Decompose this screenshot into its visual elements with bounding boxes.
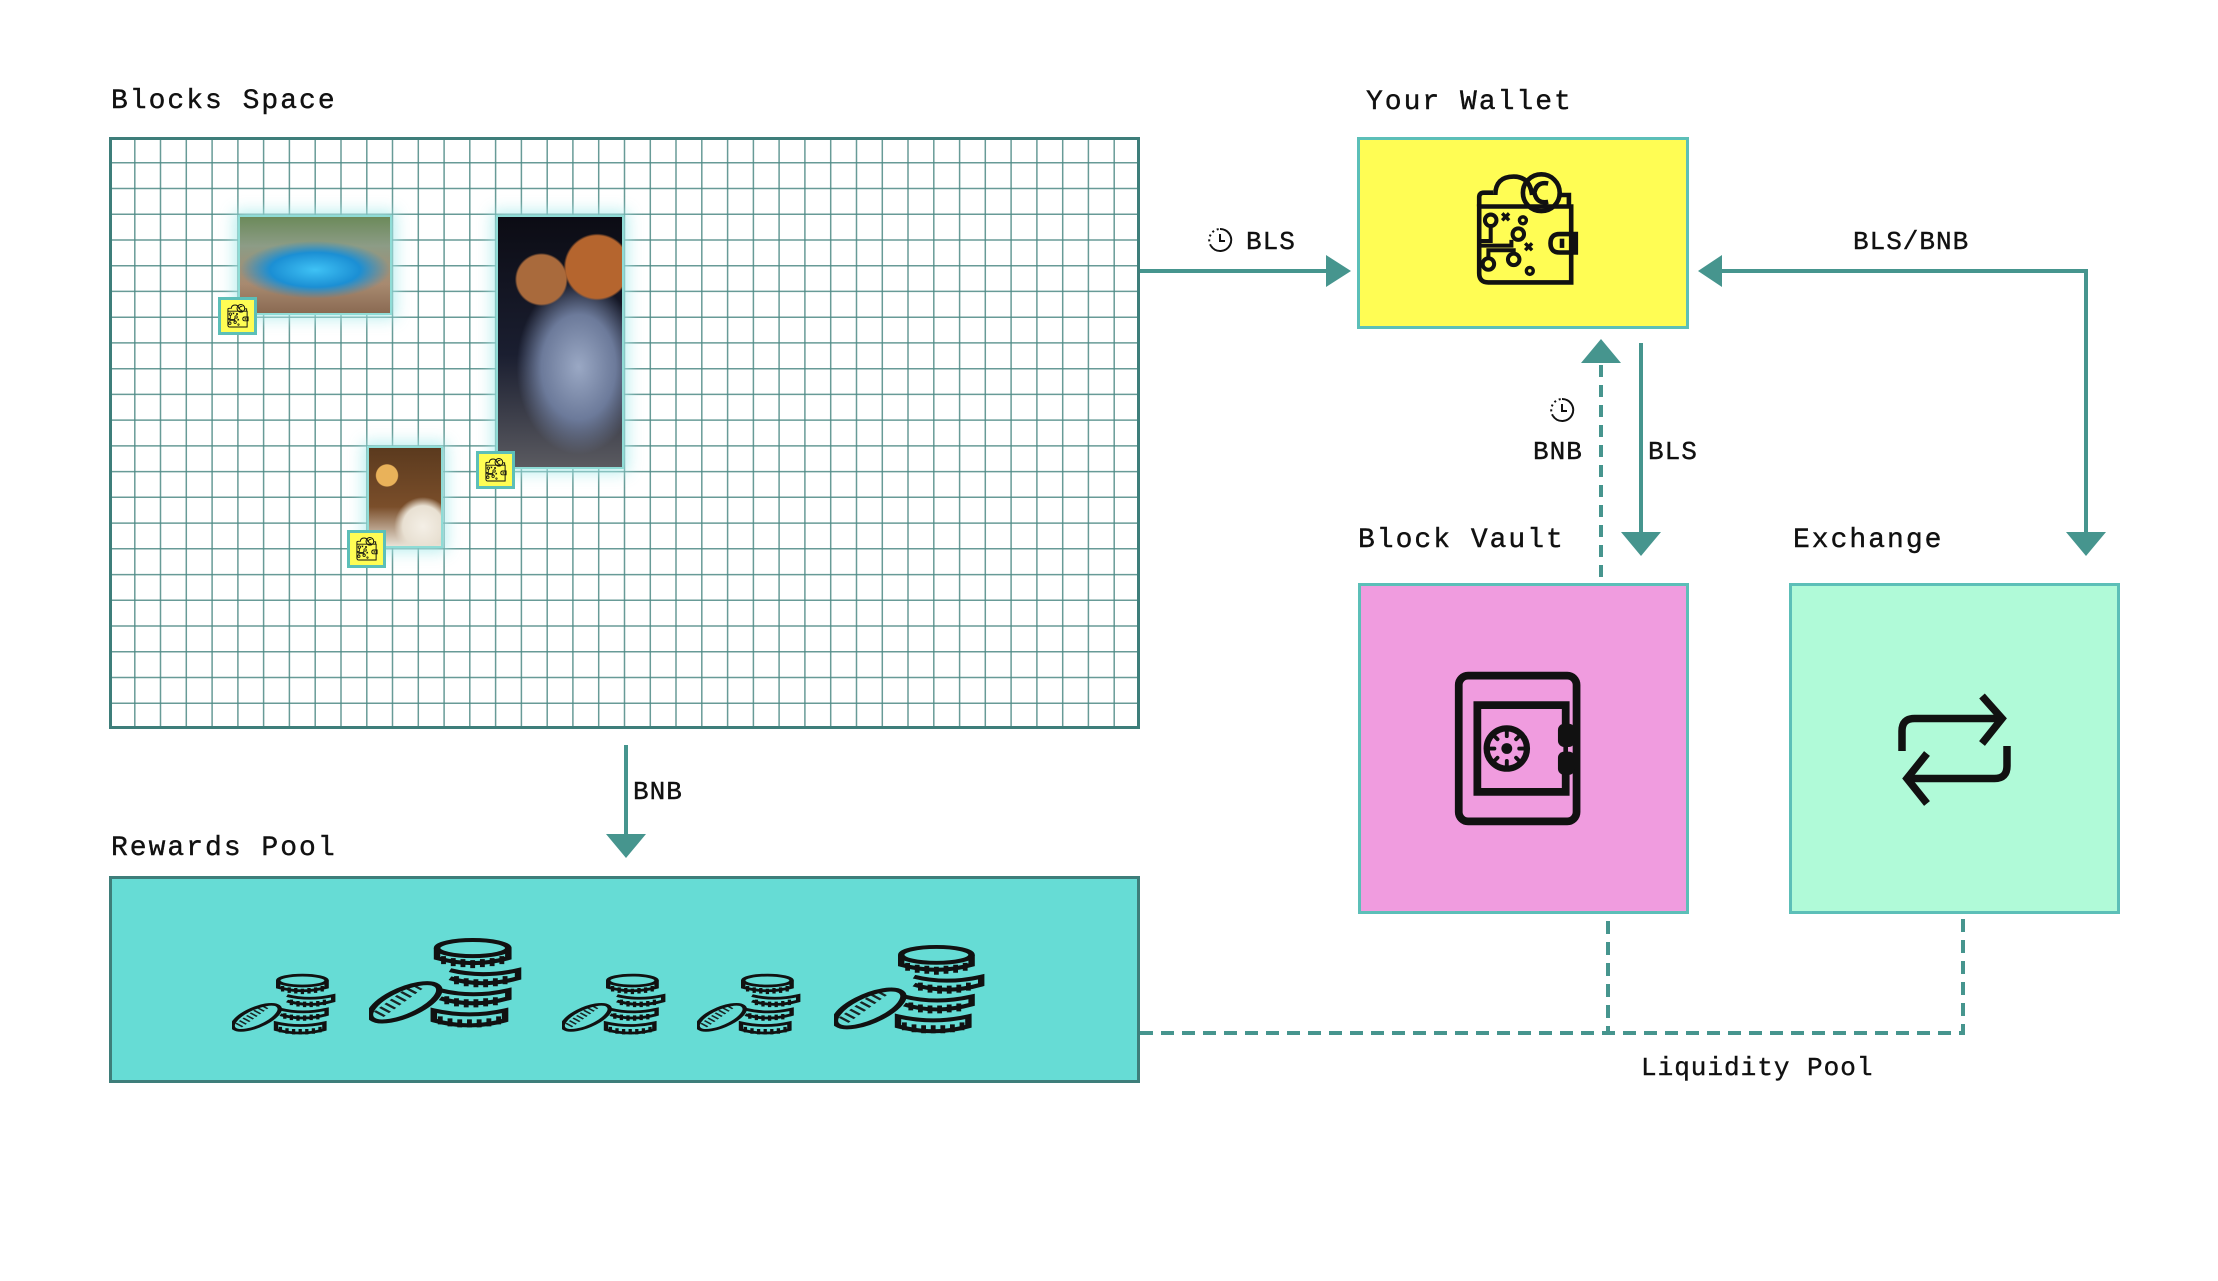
exchange-title: Exchange — [1793, 525, 1944, 556]
arrow-wallet-to-vault — [1621, 343, 1661, 556]
crypto-wallet-icon — [1470, 172, 1585, 287]
wallet-icon — [484, 458, 508, 482]
wallet-title: Your Wallet — [1366, 87, 1573, 118]
arrow-exchange-wallet — [1698, 255, 2106, 556]
vault-title: Block Vault — [1358, 525, 1565, 556]
exchange-box[interactable] — [1789, 583, 2120, 914]
vault-box[interactable] — [1358, 583, 1689, 914]
clock-icon — [1206, 226, 1234, 254]
coin-stack-icon — [834, 941, 994, 1040]
flow-label-bnb: BNB — [1533, 437, 1583, 467]
flow-label-bls-bnb: BLS/BNB — [1853, 227, 1970, 257]
wallet-icon — [226, 304, 250, 328]
liquidity-pool-label: Liquidity Pool — [1641, 1053, 1874, 1083]
block-owner-badge[interactable] — [218, 297, 257, 335]
sports-car-image[interactable] — [238, 215, 392, 315]
flow-label-bls: BLS — [1246, 227, 1296, 257]
blocks-space-title: Blocks Space — [111, 86, 337, 117]
coin-stack-icon — [232, 971, 342, 1039]
coin-stack-icon — [697, 971, 807, 1039]
arrow-blocks-to-rewards — [606, 745, 646, 858]
grid-border — [109, 137, 1140, 729]
coin-stack-icon — [562, 971, 672, 1039]
wallet-box[interactable] — [1357, 137, 1689, 329]
arrow-vault-to-wallet — [1581, 339, 1621, 577]
rewards-pool-title: Rewards Pool — [111, 833, 337, 864]
flow-label-bnb: BNB — [633, 777, 683, 807]
block-owner-badge[interactable] — [347, 530, 386, 568]
block-owner-badge[interactable] — [476, 451, 515, 489]
astronaut-chimps-image[interactable] — [496, 215, 624, 469]
clock-icon — [1548, 396, 1576, 424]
safe-icon — [1454, 671, 1581, 826]
coin-stack-icon — [369, 934, 531, 1034]
doge-meme-image[interactable] — [367, 446, 443, 548]
flow-label-bls: BLS — [1648, 437, 1698, 467]
swap-arrows-icon — [1898, 693, 2011, 806]
wallet-icon — [355, 537, 379, 561]
rewards-pool-box[interactable] — [109, 876, 1140, 1083]
liquidity-pool-connector — [1140, 917, 1965, 1035]
